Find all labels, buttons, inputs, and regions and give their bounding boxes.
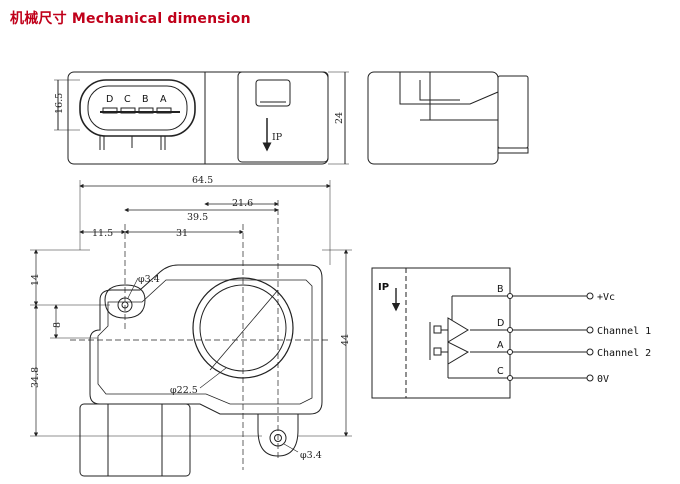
signal-label: +Vc bbox=[597, 292, 615, 303]
width-dim-label: 64.5 bbox=[192, 175, 213, 186]
side-view bbox=[367, 71, 529, 165]
page-title: 机械尺寸 Mechanical dimension bbox=[10, 11, 251, 27]
pin-letter: C bbox=[497, 366, 504, 377]
front-view bbox=[30, 180, 352, 477]
top-view bbox=[54, 71, 349, 165]
dim-8-label: 8 bbox=[52, 322, 63, 328]
signal-label: 0V bbox=[597, 374, 609, 385]
dim-34-8-label: 34.8 bbox=[30, 367, 41, 388]
signal-labels: +Vc Channel 1 Channel 2 0V bbox=[597, 292, 651, 385]
aperture-label: φ22.5 bbox=[170, 385, 198, 396]
dim-31-label: 31 bbox=[176, 228, 188, 239]
signal-label: Channel 2 bbox=[597, 348, 651, 359]
dim-44-label: 44 bbox=[340, 334, 351, 346]
connector-letter: A bbox=[160, 94, 167, 105]
dim-39-5-label: 39.5 bbox=[187, 212, 208, 223]
hole-top-label: φ3.4 bbox=[138, 274, 160, 285]
connector-letter: D bbox=[106, 94, 113, 105]
pin-letter: D bbox=[497, 318, 504, 329]
dim-21-6-label: 21.6 bbox=[232, 198, 253, 209]
dim-14-label: 14 bbox=[30, 274, 41, 286]
connector-letters: D C B A bbox=[106, 94, 167, 105]
schematic-ip-label: IP bbox=[378, 282, 389, 293]
pin-letter: A bbox=[497, 340, 504, 351]
connector-letter: B bbox=[142, 94, 149, 105]
bottom-connector bbox=[79, 403, 191, 477]
hole-bottom-label: φ3.4 bbox=[300, 450, 322, 461]
connector-housing bbox=[79, 79, 196, 137]
ip-arrow-label: IP bbox=[272, 132, 283, 143]
connector-letter: C bbox=[124, 94, 131, 105]
pin-letter: B bbox=[497, 284, 504, 295]
signal-label: Channel 1 bbox=[597, 326, 651, 337]
depth-dim-label: 24 bbox=[334, 112, 345, 124]
schematic bbox=[371, 267, 594, 399]
height-dim-label: 16.5 bbox=[54, 93, 65, 114]
pin-labels: B D A C bbox=[497, 284, 504, 377]
dim-11-5-label: 11.5 bbox=[92, 228, 113, 239]
